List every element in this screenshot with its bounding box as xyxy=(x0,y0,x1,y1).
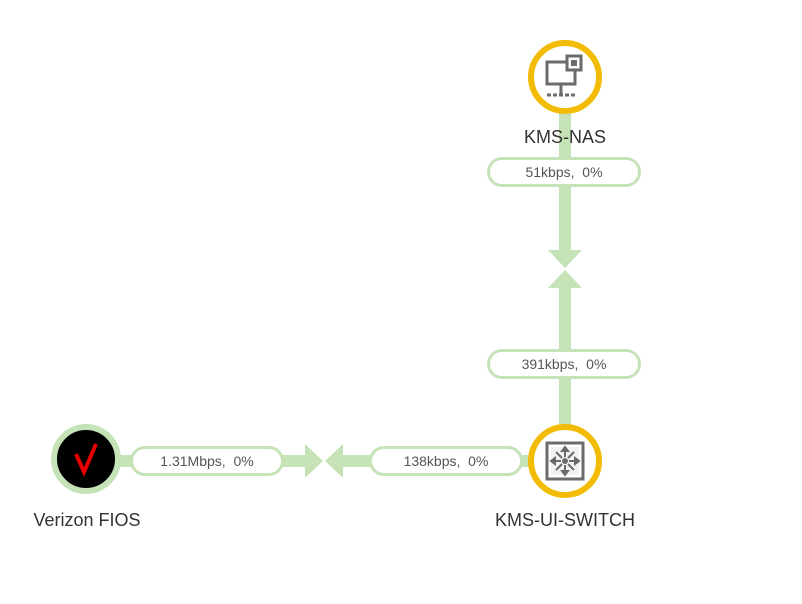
link-label-switch-left[interactable]: 138kbps, 0% xyxy=(369,446,523,476)
node-label-kms-nas: KMS-NAS xyxy=(523,127,607,147)
node-kms-nas[interactable] xyxy=(528,40,602,114)
switch-icon xyxy=(545,441,585,481)
arrow-down-icon xyxy=(548,250,582,268)
link-label-verizon[interactable]: 1.31Mbps, 0% xyxy=(130,446,284,476)
node-label-verizon-fios: Verizon FIOS xyxy=(33,510,141,530)
node-verizon-fios[interactable] xyxy=(51,424,121,494)
arrow-right-icon xyxy=(305,444,323,478)
server-icon xyxy=(545,54,583,97)
link-label-switch-up[interactable]: 391kbps, 0% xyxy=(487,349,641,379)
node-label-kms-ui-switch: KMS-UI-SWITCH xyxy=(495,510,635,530)
node-kms-ui-switch[interactable] xyxy=(528,424,602,498)
arrow-up-icon xyxy=(548,270,582,288)
link-label-nas[interactable]: 51kbps, 0% xyxy=(487,157,641,187)
arrow-left-icon xyxy=(325,444,343,478)
verizon-check-icon xyxy=(74,443,98,477)
